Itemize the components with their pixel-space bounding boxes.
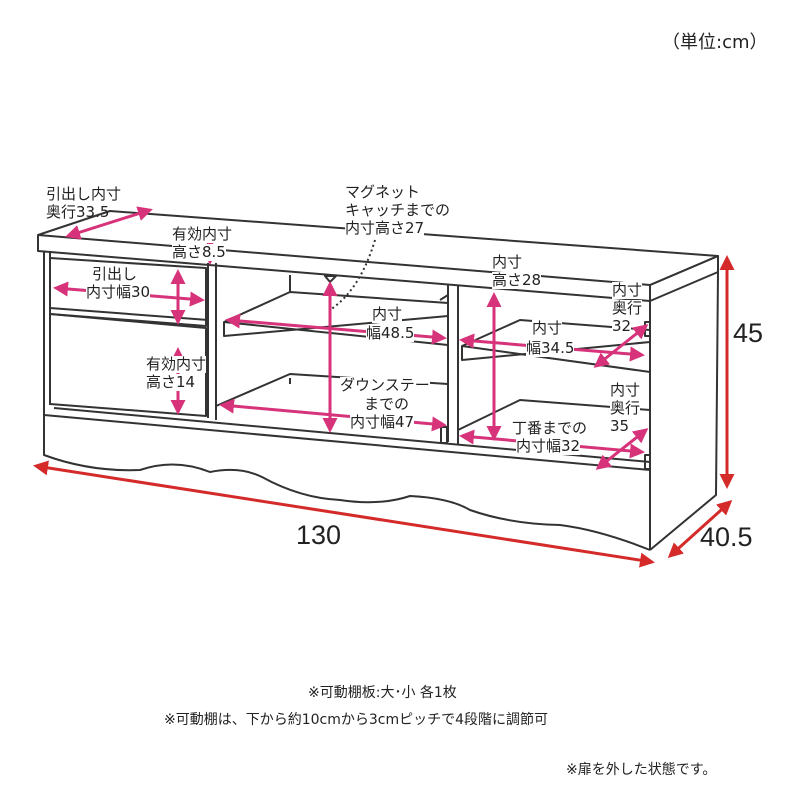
eff-height-label-2: 高さ8.5 xyxy=(172,243,226,261)
drawer-width-label-1: 引出し xyxy=(92,265,138,283)
hinge-label-1: 丁番までの xyxy=(512,419,588,437)
downstay-label-1: ダウンステー xyxy=(340,376,430,394)
inner-height-label-2: 高さ28 xyxy=(492,271,542,289)
downstay-label-2: までの xyxy=(364,395,410,413)
magnet-label-3: 内寸高さ27 xyxy=(345,219,425,237)
downstay-label-3: 内寸幅47 xyxy=(350,413,415,431)
height-dimension: 45 xyxy=(733,318,764,348)
eff-height-label-1: 有効内寸 xyxy=(172,225,233,243)
width-arrow xyxy=(33,460,655,568)
right-width-label-2: 幅34.5 xyxy=(526,339,575,357)
lower-depth-label-1: 内寸 xyxy=(610,381,641,399)
note-pitch: ※可動棚は、下から約10cmから3cmピッチで4段階に調節可 xyxy=(164,712,549,728)
right-depth-arrow xyxy=(593,324,649,368)
left-width-label-2: 幅48.5 xyxy=(366,324,415,342)
drawer-depth-arrow xyxy=(65,206,153,240)
magnet-label-2: キャッチまでの xyxy=(345,201,451,219)
eff-height14-label-2: 高さ14 xyxy=(146,373,196,391)
right-depth-label-2: 奥行 xyxy=(612,299,643,317)
left-width-label-1: 内寸 xyxy=(372,305,403,323)
note-shelves: ※可動棚板:大･小 各1枚 xyxy=(308,685,457,701)
depth-dimension: 40.5 xyxy=(700,522,753,552)
magnet-label-1: マグネット xyxy=(345,183,421,201)
width-dimension: 130 xyxy=(296,520,342,550)
drawer-depth-label-2: 奥行33.5 xyxy=(46,203,110,221)
right-depth-label-3: 32 xyxy=(612,317,632,335)
outer-dimension-arrows xyxy=(33,255,735,568)
lower-depth-label-3: 35 xyxy=(610,417,630,435)
drawer-depth-label-1: 引出し内寸 xyxy=(46,185,122,203)
drawer-width-label-2: 内寸幅30 xyxy=(86,283,151,301)
hinge-label-2: 内寸幅32 xyxy=(516,437,581,455)
inner-height-label-1: 内寸 xyxy=(492,253,523,271)
unit-label: （単位:cm） xyxy=(662,32,768,53)
magnet-leader-line xyxy=(329,239,376,311)
right-width-label-1: 内寸 xyxy=(532,319,563,337)
note-doors: ※扉を外した状態です。 xyxy=(566,762,717,778)
depth-arrow xyxy=(667,499,733,559)
lower-depth-label-2: 奥行 xyxy=(610,399,641,417)
eff-height14-label-1: 有効内寸 xyxy=(146,355,207,373)
right-depth-label-1: 内寸 xyxy=(612,281,643,299)
